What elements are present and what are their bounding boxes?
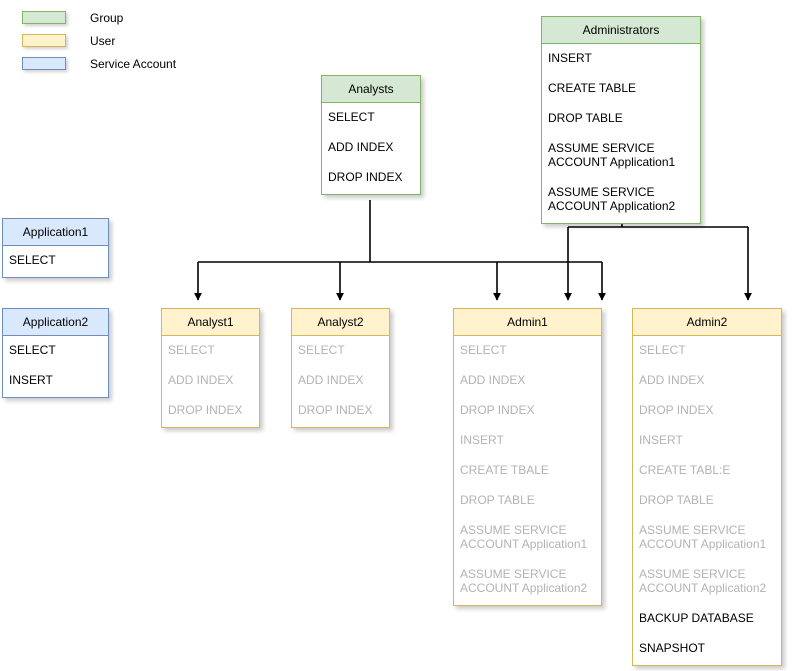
node-application1-permissions: SELECT (3, 246, 108, 277)
legend-label-service-account: Service Account (90, 56, 177, 71)
permission-item: INSERT (639, 433, 683, 447)
node-admin1-title: Admin1 (454, 309, 601, 336)
node-analysts-title: Analysts (322, 76, 420, 103)
permission-item: SELECT (168, 343, 215, 357)
permission-item: ASSUME SERVICE ACCOUNT Application1 (460, 523, 588, 551)
node-analyst1[interactable]: Analyst1 SELECT ADD INDEX DROP INDEX (161, 308, 260, 428)
permission-item: DROP TABLE (460, 493, 535, 507)
permission-item: BACKUP DATABASE (639, 611, 754, 625)
node-administrators-permissions: INSERT CREATE TABLE DROP TABLE ASSUME SE… (542, 44, 700, 223)
permission-item: SELECT (328, 110, 375, 124)
node-admin1-permissions: SELECT ADD INDEX DROP INDEX INSERT CREAT… (454, 336, 601, 605)
legend-swatch-group-icon (22, 11, 66, 24)
permission-item: INSERT (548, 51, 592, 65)
node-application2[interactable]: Application2 SELECT INSERT (2, 308, 109, 398)
node-admin1[interactable]: Admin1 SELECT ADD INDEX DROP INDEX INSER… (453, 308, 602, 606)
node-analyst2-permissions: SELECT ADD INDEX DROP INDEX (292, 336, 389, 427)
permission-item: SELECT (460, 343, 507, 357)
permission-item: DROP INDEX (168, 403, 243, 417)
permission-item: ADD INDEX (298, 373, 364, 387)
permission-item: CREATE TABL:E (639, 463, 731, 477)
legend-swatch-user-icon (22, 34, 66, 47)
permission-item: ASSUME SERVICE ACCOUNT Application1 (639, 523, 767, 551)
permission-item: DROP INDEX (298, 403, 373, 417)
node-admin2-title: Admin2 (633, 309, 781, 336)
permission-item: CREATE TABLE (548, 81, 637, 95)
permission-item: ASSUME SERVICE ACCOUNT Application1 (548, 141, 676, 169)
permission-item: CREATE TBALE (460, 463, 549, 477)
permission-item: ASSUME SERVICE ACCOUNT Application2 (548, 185, 676, 213)
legend-item-user: User (22, 29, 176, 52)
node-application2-title: Application2 (3, 309, 108, 336)
permission-item: DROP TABLE (639, 493, 714, 507)
permission-item: DROP INDEX (328, 170, 403, 184)
permission-item: ADD INDEX (639, 373, 705, 387)
node-application1-title: Application1 (3, 219, 108, 246)
permission-item: SELECT (9, 343, 56, 357)
permission-item: ADD INDEX (168, 373, 234, 387)
legend-label-user: User (90, 33, 116, 48)
legend-item-service-account: Service Account (22, 52, 176, 75)
node-application1[interactable]: Application1 SELECT (2, 218, 109, 278)
permission-item: ASSUME SERVICE ACCOUNT Application2 (460, 567, 588, 595)
legend-label-group: Group (90, 10, 124, 25)
legend: Group User Service Account (22, 6, 176, 75)
legend-swatch-service-account-icon (22, 57, 66, 70)
permission-item: ADD INDEX (328, 140, 394, 154)
node-analysts[interactable]: Analysts SELECT ADD INDEX DROP INDEX (321, 75, 421, 195)
permission-item: DROP INDEX (639, 403, 714, 417)
node-application2-permissions: SELECT INSERT (3, 336, 108, 397)
node-analyst1-permissions: SELECT ADD INDEX DROP INDEX (162, 336, 259, 427)
permission-item: SELECT (639, 343, 686, 357)
permission-item: INSERT (460, 433, 504, 447)
node-analyst2[interactable]: Analyst2 SELECT ADD INDEX DROP INDEX (291, 308, 390, 428)
permission-item: SELECT (298, 343, 345, 357)
node-analyst1-title: Analyst1 (162, 309, 259, 336)
permission-item: SNAPSHOT (639, 641, 706, 655)
node-administrators[interactable]: Administrators INSERT CREATE TABLE DROP … (541, 16, 701, 224)
permission-item: SELECT (9, 253, 56, 267)
permission-item: ASSUME SERVICE ACCOUNT Application2 (639, 567, 767, 595)
permission-item: INSERT (9, 373, 53, 387)
node-analyst2-title: Analyst2 (292, 309, 389, 336)
edge-administrators-fanout (564, 219, 752, 301)
node-analysts-permissions: SELECT ADD INDEX DROP INDEX (322, 103, 420, 194)
permission-item: DROP INDEX (460, 403, 535, 417)
legend-item-group: Group (22, 6, 176, 29)
node-administrators-title: Administrators (542, 17, 700, 44)
permission-item: ADD INDEX (460, 373, 526, 387)
permission-item: DROP TABLE (548, 111, 623, 125)
node-admin2-permissions: SELECT ADD INDEX DROP INDEX INSERT CREAT… (633, 336, 781, 665)
node-admin2[interactable]: Admin2 SELECT ADD INDEX DROP INDEX INSER… (632, 308, 782, 666)
